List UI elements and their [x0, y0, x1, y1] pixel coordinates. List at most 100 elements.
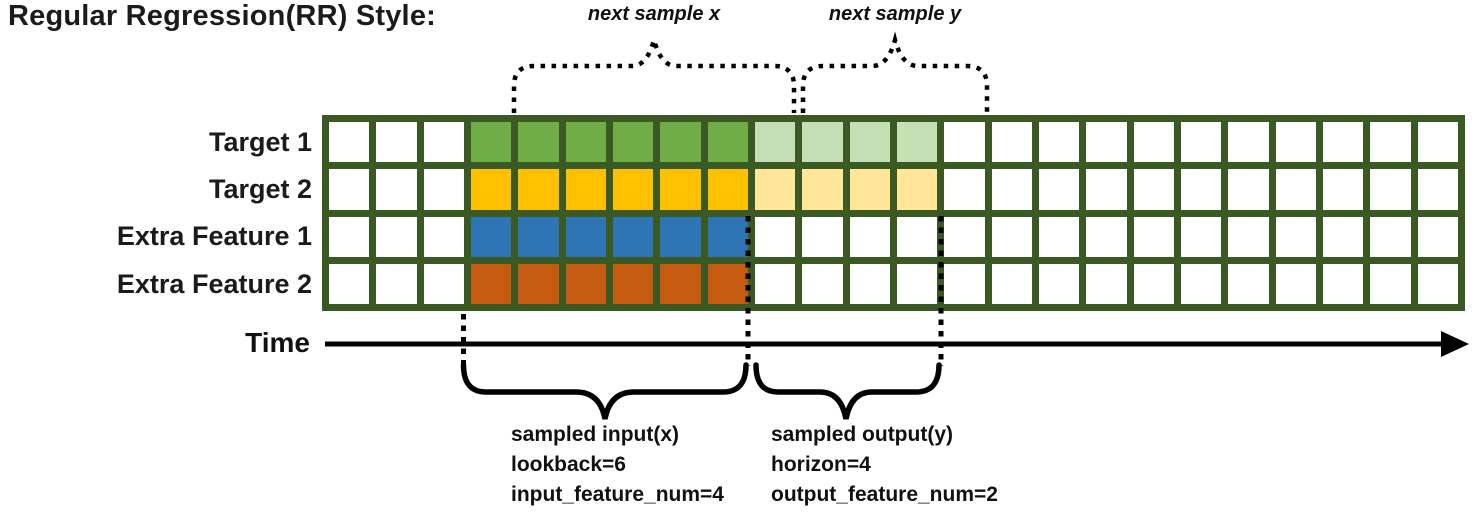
grid-cell: [518, 263, 559, 304]
grid-cell: [518, 122, 559, 163]
grid-cell: [849, 263, 890, 304]
grid-cell: [329, 169, 370, 210]
grid-cell: [944, 216, 985, 257]
grid-cell: [660, 169, 701, 210]
grid-cell: [376, 216, 417, 257]
grid-cell: [329, 216, 370, 257]
grid-cell: [1417, 263, 1458, 304]
horizon-value: horizon=4: [771, 453, 871, 476]
next-sample-x-brace: [511, 31, 797, 113]
grid-cell: [660, 216, 701, 257]
grid-cell: [376, 122, 417, 163]
grid-cell: [754, 169, 796, 210]
grid-cell: [1086, 216, 1127, 257]
grid-cell: [1180, 169, 1222, 210]
next-sample-y-label: next sample y: [828, 3, 962, 25]
grid-cell: [1133, 216, 1174, 257]
grid-cell: [565, 169, 606, 210]
row-label-extra-feature-1: Extra Feature 1: [116, 221, 312, 251]
grid-cell: [849, 216, 890, 257]
grid-cell: [802, 216, 843, 257]
grid-cell: [1133, 122, 1174, 163]
grid-cell: [896, 122, 938, 163]
grid-cell: [802, 263, 843, 304]
grid-cell: [1370, 169, 1411, 210]
grid-cell: [802, 122, 843, 163]
grid-cell: [1322, 122, 1364, 163]
grid-cell: [423, 263, 464, 304]
grid-cell: [1133, 263, 1174, 304]
grid-cell: [518, 169, 559, 210]
sampled-output-brace: [753, 362, 942, 420]
grid-cell: [470, 263, 512, 304]
grid-cell: [518, 216, 559, 257]
grid-cell: [1275, 169, 1316, 210]
grid-cell: [754, 122, 796, 163]
grid-cell: [1180, 263, 1222, 304]
grid-cell: [1370, 122, 1411, 163]
sampled-input-brace: [460, 362, 749, 420]
grid-cell: [896, 169, 938, 210]
grid-cell: [944, 122, 985, 163]
input-feature-num-value: input_feature_num=4: [511, 483, 724, 506]
grid-cell: [1322, 263, 1364, 304]
grid-cell: [896, 263, 938, 304]
time-axis-label: Time: [245, 327, 310, 358]
grid-cell: [849, 169, 890, 210]
grid-cell: [1370, 216, 1411, 257]
lookback-value: lookback=6: [511, 453, 626, 476]
grid-cell: [707, 122, 748, 163]
grid-cell: [1417, 216, 1458, 257]
grid-cell: [754, 263, 796, 304]
sampled-output-title: sampled output(y): [771, 423, 953, 446]
sampled-output-annotation: sampled output(y) horizon=4 output_featu…: [771, 420, 998, 510]
grid-cell: [991, 263, 1032, 304]
grid-cell: [1275, 263, 1316, 304]
grid-cell: [1228, 263, 1269, 304]
grid-cell: [991, 216, 1032, 257]
grid-cell: [707, 169, 748, 210]
grid-cell: [1275, 216, 1316, 257]
grid-cell: [1038, 169, 1080, 210]
grid-cell: [612, 216, 654, 257]
grid-cell: [1417, 169, 1458, 210]
grid-cell: [1322, 169, 1364, 210]
grid-cell: [1180, 216, 1222, 257]
time-series-grid: [322, 115, 1465, 311]
grid-cell: [1417, 122, 1458, 163]
grid-cell: [1038, 216, 1080, 257]
grid-cell: [329, 263, 370, 304]
row-label-extra-feature-2: Extra Feature 2: [116, 269, 312, 299]
grid-cell: [1133, 169, 1174, 210]
grid-cell: [707, 216, 748, 257]
grid-cell: [1370, 263, 1411, 304]
time-axis-arrowhead-icon: [1441, 331, 1469, 357]
next-sample-y-brace: [800, 31, 990, 113]
grid-cell: [423, 169, 464, 210]
grid-cell: [944, 263, 985, 304]
next-sample-x-label: next sample x: [587, 3, 721, 25]
grid-cell: [707, 263, 748, 304]
grid-cell: [470, 169, 512, 210]
grid-cell: [565, 216, 606, 257]
grid-cell: [565, 263, 606, 304]
grid-cell: [1086, 122, 1127, 163]
grid-cell: [423, 122, 464, 163]
grid-cell: [1275, 122, 1316, 163]
grid-cell: [376, 169, 417, 210]
page-title: Regular Regression(RR) Style:: [8, 0, 436, 32]
grid-cell: [944, 169, 985, 210]
grid-cell: [754, 216, 796, 257]
grid-cell: [991, 169, 1032, 210]
grid-cell: [565, 122, 606, 163]
grid-cell: [376, 263, 417, 304]
grid-cell: [612, 169, 654, 210]
grid-cell: [1322, 216, 1364, 257]
sampled-input-title: sampled input(x): [511, 423, 680, 446]
grid-cell: [470, 122, 512, 163]
row-label-target-2: Target 2: [208, 174, 312, 204]
grid-cell: [660, 122, 701, 163]
grid-cell: [1228, 169, 1269, 210]
grid-cell: [1038, 122, 1080, 163]
sampled-input-annotation: sampled input(x) lookback=6 input_featur…: [511, 420, 724, 510]
